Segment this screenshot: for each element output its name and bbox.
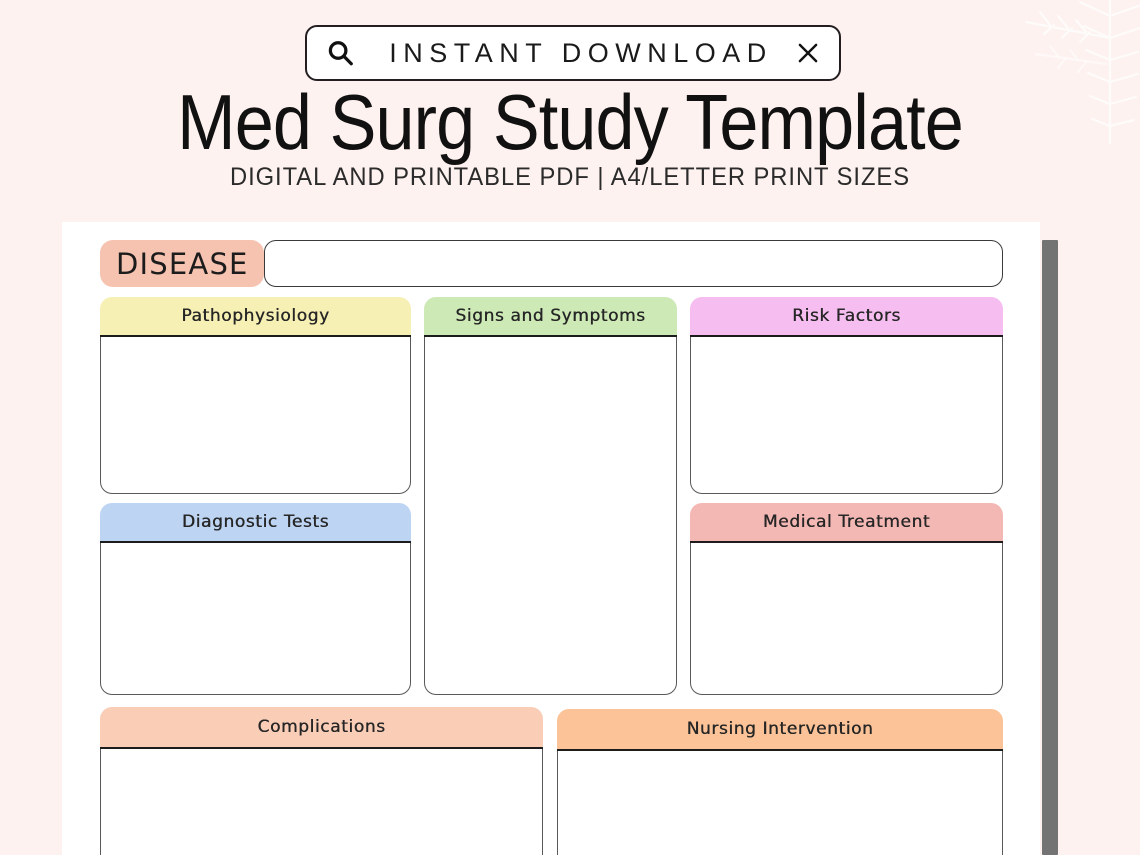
- card-nursing-intervention-header: Nursing Intervention: [557, 709, 1003, 751]
- card-signs-and-symptoms-body[interactable]: [424, 337, 677, 695]
- search-icon[interactable]: [325, 38, 355, 68]
- disease-label: DISEASE: [100, 240, 264, 287]
- card-complications-header: Complications: [100, 707, 543, 749]
- card-complications: Complications: [100, 707, 543, 855]
- disease-input[interactable]: [264, 240, 1003, 287]
- close-icon[interactable]: [795, 40, 821, 66]
- card-nursing-intervention: Nursing Intervention: [557, 709, 1003, 855]
- worksheet-sheet: DISEASE Pathophysiology Signs and Sympto…: [62, 222, 1040, 855]
- card-complications-body[interactable]: [100, 749, 543, 855]
- card-medical-treatment-body[interactable]: [690, 543, 1003, 695]
- card-pathophysiology-body[interactable]: [100, 337, 411, 494]
- card-risk-factors: Risk Factors: [690, 297, 1003, 494]
- card-signs-and-symptoms: Signs and Symptoms: [424, 297, 677, 695]
- card-signs-and-symptoms-header: Signs and Symptoms: [424, 297, 677, 337]
- card-diagnostic-tests-header: Diagnostic Tests: [100, 503, 411, 543]
- vertical-scrollbar[interactable]: [1042, 240, 1058, 855]
- card-diagnostic-tests-body[interactable]: [100, 543, 411, 695]
- card-pathophysiology: Pathophysiology: [100, 297, 411, 494]
- card-medical-treatment: Medical Treatment: [690, 503, 1003, 695]
- instant-download-label: INSTANT DOWNLOAD: [389, 37, 773, 68]
- page-subtitle: DIGITAL AND PRINTABLE PDF | A4/LETTER PR…: [229, 163, 911, 191]
- page-title: Med Surg Study Template: [177, 78, 964, 166]
- card-risk-factors-header: Risk Factors: [690, 297, 1003, 337]
- card-medical-treatment-header: Medical Treatment: [690, 503, 1003, 543]
- card-nursing-intervention-body[interactable]: [557, 751, 1003, 855]
- card-diagnostic-tests: Diagnostic Tests: [100, 503, 411, 695]
- instant-download-banner[interactable]: INSTANT DOWNLOAD: [305, 25, 841, 81]
- card-pathophysiology-header: Pathophysiology: [100, 297, 411, 337]
- card-risk-factors-body[interactable]: [690, 337, 1003, 494]
